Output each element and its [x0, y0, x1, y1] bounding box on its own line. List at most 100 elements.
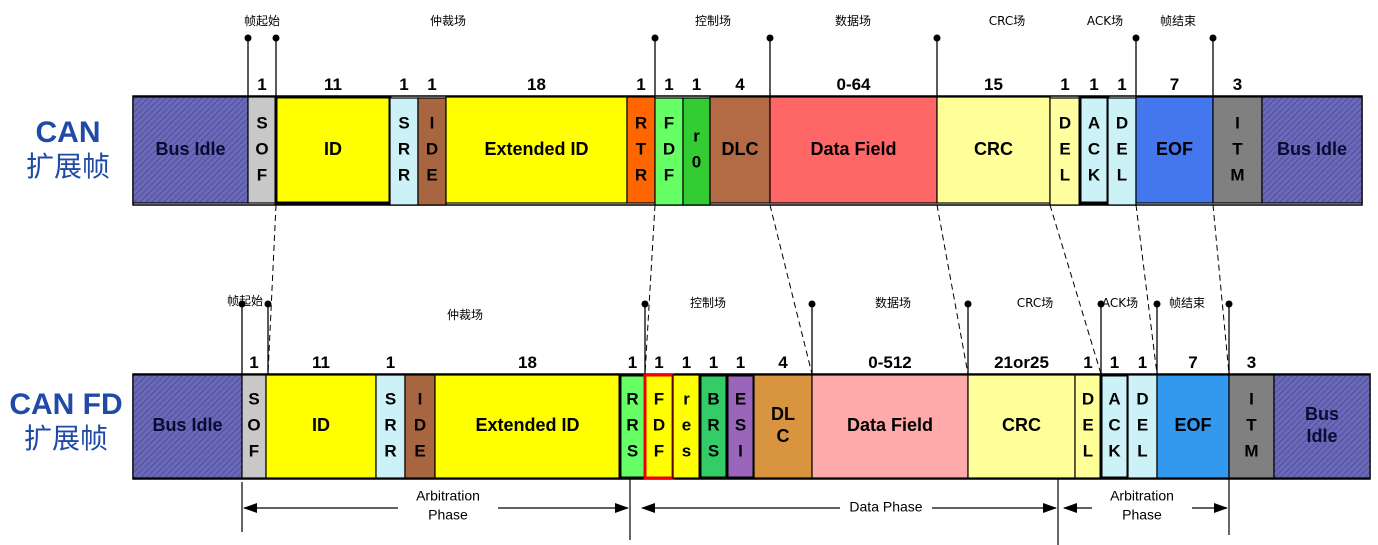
- can-label-cn: 扩展帧: [25, 150, 110, 183]
- canfd-field-data-field: [811, 374, 969, 479]
- canfd-bits-id: 11: [312, 353, 330, 372]
- canfd-bits-sof: 1: [249, 353, 258, 372]
- can-segment-marker-dot-1: [272, 34, 280, 42]
- can-field-dlc: [709, 96, 771, 204]
- correspondence-line-4: [1049, 204, 1102, 375]
- canfd-field-esi: [725, 373, 756, 480]
- can-segment-label-0: 帧起始: [244, 14, 280, 28]
- can-field-label-extended-id: Extended ID: [484, 139, 588, 159]
- can-field-crc: [936, 96, 1051, 204]
- can-field-sof: [247, 96, 277, 204]
- can-bits-sof: 1: [257, 75, 266, 94]
- correspondence-line-1: [644, 204, 656, 375]
- can-bits-srr: 1: [399, 75, 408, 94]
- can-bits-ack: 1: [1089, 75, 1098, 94]
- canfd-bits-crc-del: 1: [1083, 353, 1092, 372]
- canfd-field-label-bus-idle-left: Bus Idle: [152, 415, 222, 435]
- can-field-label-id: ID: [324, 139, 342, 159]
- can-field-crc-del: [1049, 97, 1081, 206]
- can-bits-dlc: 4: [735, 75, 745, 94]
- canfd-field-label-extended-id: Extended ID: [475, 415, 579, 435]
- can-field-ide: [417, 97, 447, 206]
- canfd-segment-marker-dot-2: [641, 300, 649, 308]
- canfd-segment-label-5: ACK场: [1102, 296, 1138, 310]
- canfd-bits-rrs: 1: [628, 353, 637, 372]
- canfd-field-brs: [698, 373, 729, 480]
- can-bits-crc-del: 1: [1060, 75, 1069, 94]
- can-field-label-crc: CRC: [974, 139, 1013, 159]
- canfd-field-label-id: ID: [312, 415, 330, 435]
- canfd-field-crc-del: [1074, 374, 1102, 479]
- canfd-segment-label-2: 控制场: [690, 296, 726, 310]
- correspondence-line-3: [936, 204, 969, 375]
- canfd-segment-label-1: 仲裁场: [447, 308, 483, 322]
- can-field-ack: [1078, 95, 1110, 205]
- can-field-label-bus-idle-right: Bus Idle: [1277, 139, 1347, 159]
- can-field-extended-id: [445, 96, 628, 204]
- can-field-bus-idle-left: [132, 96, 249, 204]
- can-bits-r0: 1: [692, 75, 701, 94]
- canfd-field-label-eof: EOF: [1174, 415, 1211, 435]
- can-segment-marker-dot-4: [933, 34, 941, 42]
- canfd-bits-brs: 1: [709, 353, 718, 372]
- can-segment-label-3: 数据场: [835, 13, 871, 28]
- can-field-r0: [682, 97, 711, 206]
- can-bits-data-field: 0-64: [836, 75, 871, 94]
- can-row-label: CAN 扩展帧: [8, 116, 128, 184]
- canfd-bits-ack: 1: [1110, 353, 1119, 372]
- canfd-bits-data-field: 0-512: [868, 353, 911, 372]
- phase-label-1: Data Phase: [849, 499, 922, 515]
- canfd-bits-fdf: 1: [654, 353, 663, 372]
- can-field-bus-idle-right: [1261, 96, 1363, 204]
- can-field-label-dlc: DLC: [722, 139, 759, 159]
- can-bits-id: 11: [324, 75, 342, 94]
- canfd-bits-esi: 1: [736, 353, 745, 372]
- can-segment-label-2: 控制场: [695, 14, 731, 28]
- can-field-rtr: [626, 96, 656, 204]
- canfd-field-bus-idle-right: [1273, 374, 1371, 479]
- canfd-bits-srr: 1: [386, 353, 395, 372]
- canfd-field-ack: [1099, 373, 1130, 480]
- can-segment-label-5: ACK场: [1087, 14, 1123, 28]
- can-bits-ide: 1: [427, 75, 436, 94]
- can-field-id: [274, 95, 392, 205]
- correspondence-line-6: [1212, 204, 1230, 375]
- can-field-srr: [389, 97, 419, 206]
- canfd-segment-marker-dot-1: [264, 300, 272, 308]
- canfd-field-crc: [967, 374, 1076, 479]
- can-field-ack-del: [1107, 97, 1137, 206]
- canfd-bits-dlc: 4: [778, 353, 788, 372]
- canfd-bits-res: 1: [682, 353, 691, 372]
- can-segment-label-4: CRC场: [989, 14, 1026, 28]
- canfd-field-res: [672, 374, 701, 479]
- canfd-label-en: CAN FD: [9, 388, 123, 421]
- can-segment-marker-dot-2: [651, 34, 659, 42]
- can-segment-label-6: 帧结束: [1160, 14, 1196, 28]
- canfd-bits-eof: 7: [1188, 353, 1197, 372]
- can-field-itm: [1212, 96, 1263, 204]
- can-label-en: CAN: [35, 116, 101, 149]
- canfd-segment-label-6: 帧结束: [1169, 296, 1205, 310]
- correspondence-line-0: [267, 204, 277, 375]
